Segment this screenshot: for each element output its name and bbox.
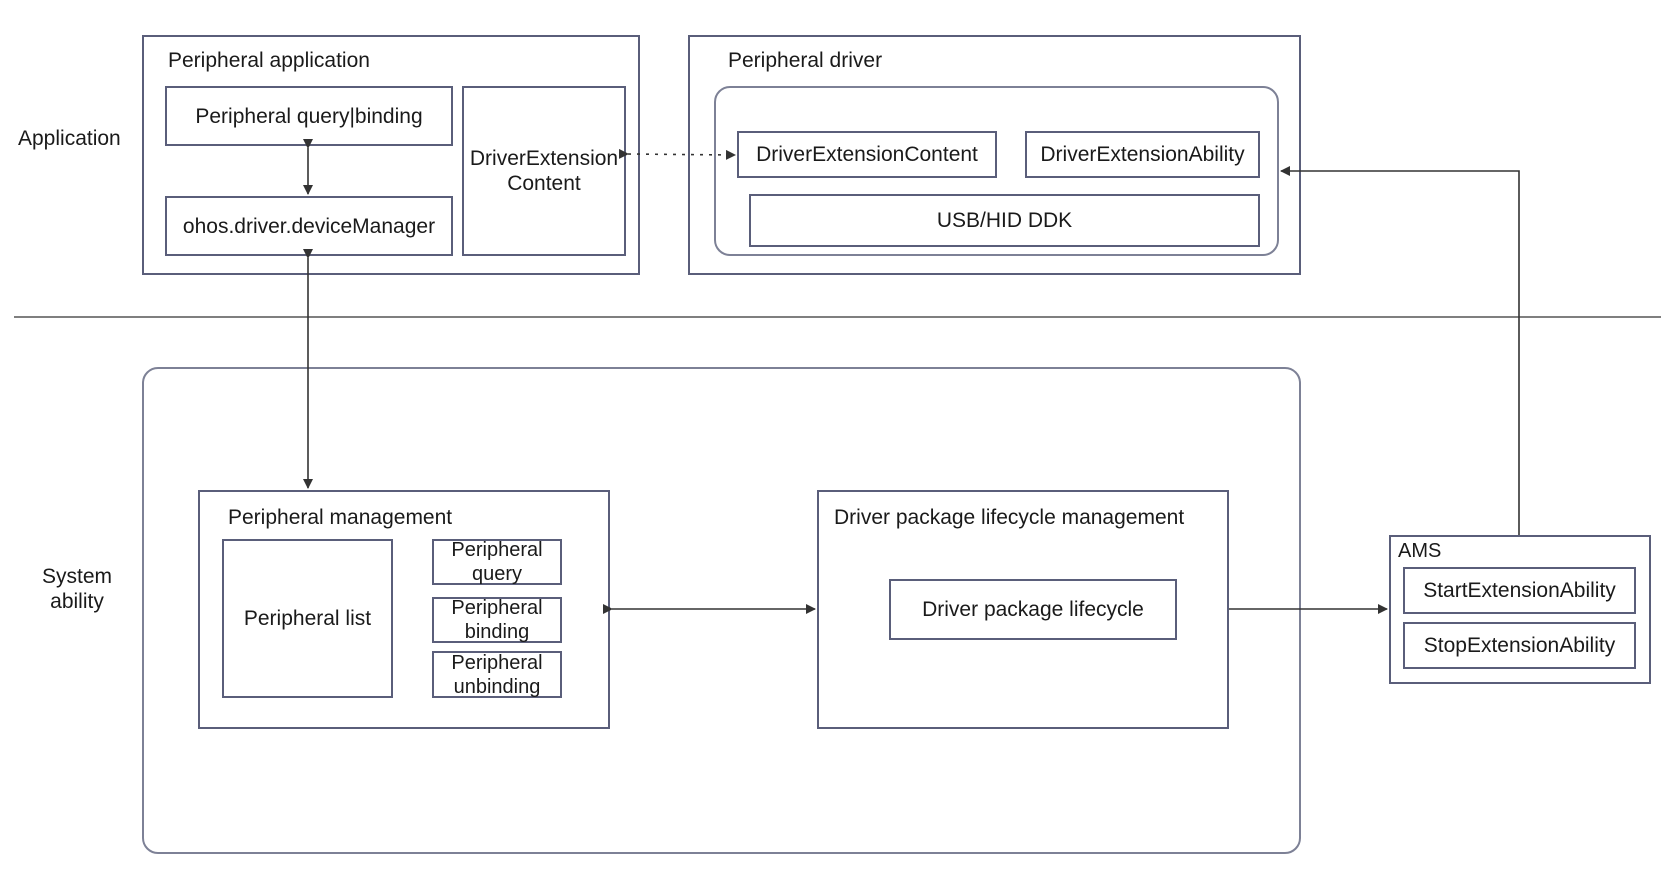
ams-to-driver-arrow xyxy=(1280,166,1520,535)
peripheral-list-box: Peripheral list xyxy=(222,539,393,698)
driver-extension-content-box: DriverExtensionContent xyxy=(737,131,997,178)
start-extension-ability-box: StartExtensionAbility xyxy=(1403,567,1636,614)
peripheral-application-title: Peripheral application xyxy=(168,49,370,72)
peripheral-management-title: Peripheral management xyxy=(228,506,453,529)
peripheral-query-binding-box: Peripheral query|binding xyxy=(165,86,453,146)
peripheral-binding-box: Peripheral binding xyxy=(432,597,562,643)
ams-title: AMS xyxy=(1398,540,1442,562)
peripheral-driver-title: Peripheral driver xyxy=(728,49,883,72)
stop-extension-ability-box: StopExtensionAbility xyxy=(1403,622,1636,669)
peripheral-query-box: Peripheral query xyxy=(432,539,562,585)
device-manager-box: ohos.driver.deviceManager xyxy=(165,196,453,256)
extension-content-dotted-arrow xyxy=(618,148,736,160)
app-driver-extension-content-box: DriverExtension Content xyxy=(462,86,626,256)
driver-extension-ability-box: DriverExtensionAbility xyxy=(1025,131,1260,178)
layer-label-application: Application xyxy=(18,127,121,150)
peripheral-unbinding-box: Peripheral unbinding xyxy=(432,651,562,698)
driver-package-lifecycle-box: Driver package lifecycle xyxy=(889,579,1177,640)
usb-hid-ddk-box: USB/HID DDK xyxy=(749,194,1260,247)
driver-lifecycle-management-title: Driver package lifecycle management xyxy=(834,506,1185,529)
layer-label-system-ability: System ability xyxy=(41,565,112,613)
